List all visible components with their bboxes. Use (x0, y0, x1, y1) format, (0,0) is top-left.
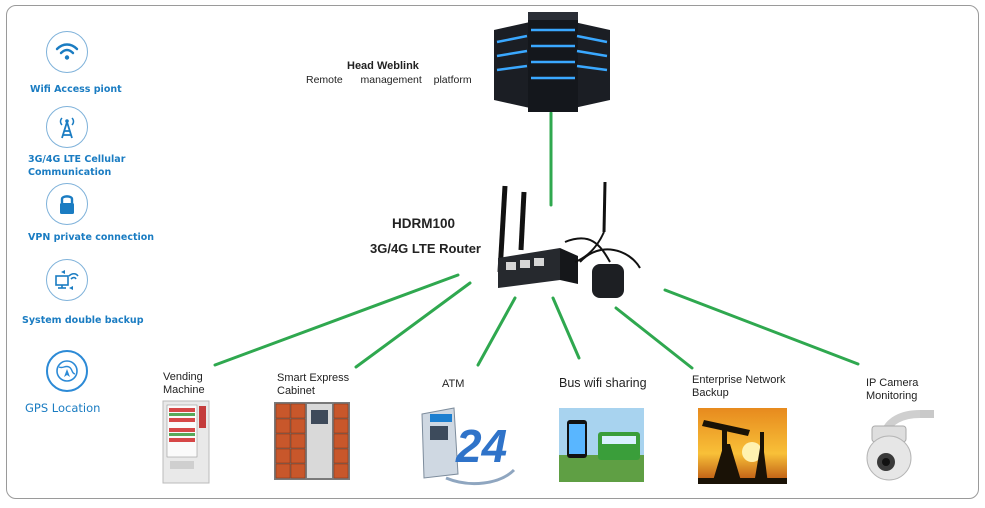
link-vending-machine (213, 273, 460, 367)
feature-label-cellular: 3G/4G LTE Cellular Communication (28, 153, 125, 179)
device-label-bus-line-1: Bus wifi sharing (559, 376, 647, 390)
antenna-icon (46, 106, 88, 148)
connection-lines (213, 111, 860, 370)
feature-label-backup: System double backup (22, 315, 144, 326)
router-icon (497, 181, 641, 298)
device-label-cabinet: Smart Express Cabinet (277, 372, 349, 398)
bus-wifi-image (559, 408, 644, 482)
feature-label-vpn: VPN private connection (28, 232, 155, 243)
device-label-vending-line-2: Machine (163, 384, 205, 396)
device-label-camera-line-1: IP Camera (866, 377, 919, 389)
feature-label-cellular-line-1: 3G/4G LTE Cellular (28, 154, 126, 165)
router-type: 3G/4G LTE Router (370, 241, 481, 256)
device-label-enterprise-line-2: Backup (692, 387, 729, 399)
router-name: HDRM100 (392, 216, 456, 231)
link-atm (476, 296, 517, 367)
svg-text:24: 24 (455, 420, 507, 472)
server-icon (494, 12, 610, 112)
wifi-icon (46, 31, 88, 73)
server-subtitle: Remote management platform (306, 74, 472, 86)
link-smart-cabinet (354, 281, 472, 369)
smart-cabinet-image (274, 402, 350, 480)
backup-icon (46, 259, 88, 301)
device-label-cabinet-line-1: Smart Express (277, 372, 350, 384)
server-title: Head Weblink (347, 60, 419, 72)
lock-icon (46, 183, 88, 225)
link-ip-camera (663, 288, 860, 366)
link-bus-wifi (551, 296, 581, 360)
device-label-bus: Bus wifi sharing (559, 377, 647, 390)
device-label-enterprise-line-1: Enterprise Network (692, 374, 786, 386)
ip-camera-image (866, 410, 934, 481)
feature-label-gps: GPS Location (25, 401, 101, 415)
feature-label-wifi: Wifi Access piont (30, 84, 122, 95)
device-label-vending-line-1: Vending (163, 371, 203, 383)
device-label-atm-line-1: ATM (442, 378, 465, 390)
vending-machine-image (162, 400, 210, 484)
enterprise-backup-image (698, 408, 787, 484)
device-label-vending: Vending Machine (163, 371, 205, 397)
gps-icon (46, 350, 88, 392)
device-label-camera-line-2: Monitoring (866, 390, 918, 402)
atm-image: 24 (421, 407, 516, 485)
feature-label-cellular-line-2: Communication (28, 167, 112, 178)
device-label-cabinet-line-2: Cabinet (277, 385, 315, 397)
device-label-enterprise: Enterprise Network Backup (692, 374, 786, 400)
device-label-atm: ATM (442, 378, 464, 391)
link-enterprise-backup (614, 306, 694, 370)
device-label-camera: IP Camera Monitoring (866, 377, 918, 403)
